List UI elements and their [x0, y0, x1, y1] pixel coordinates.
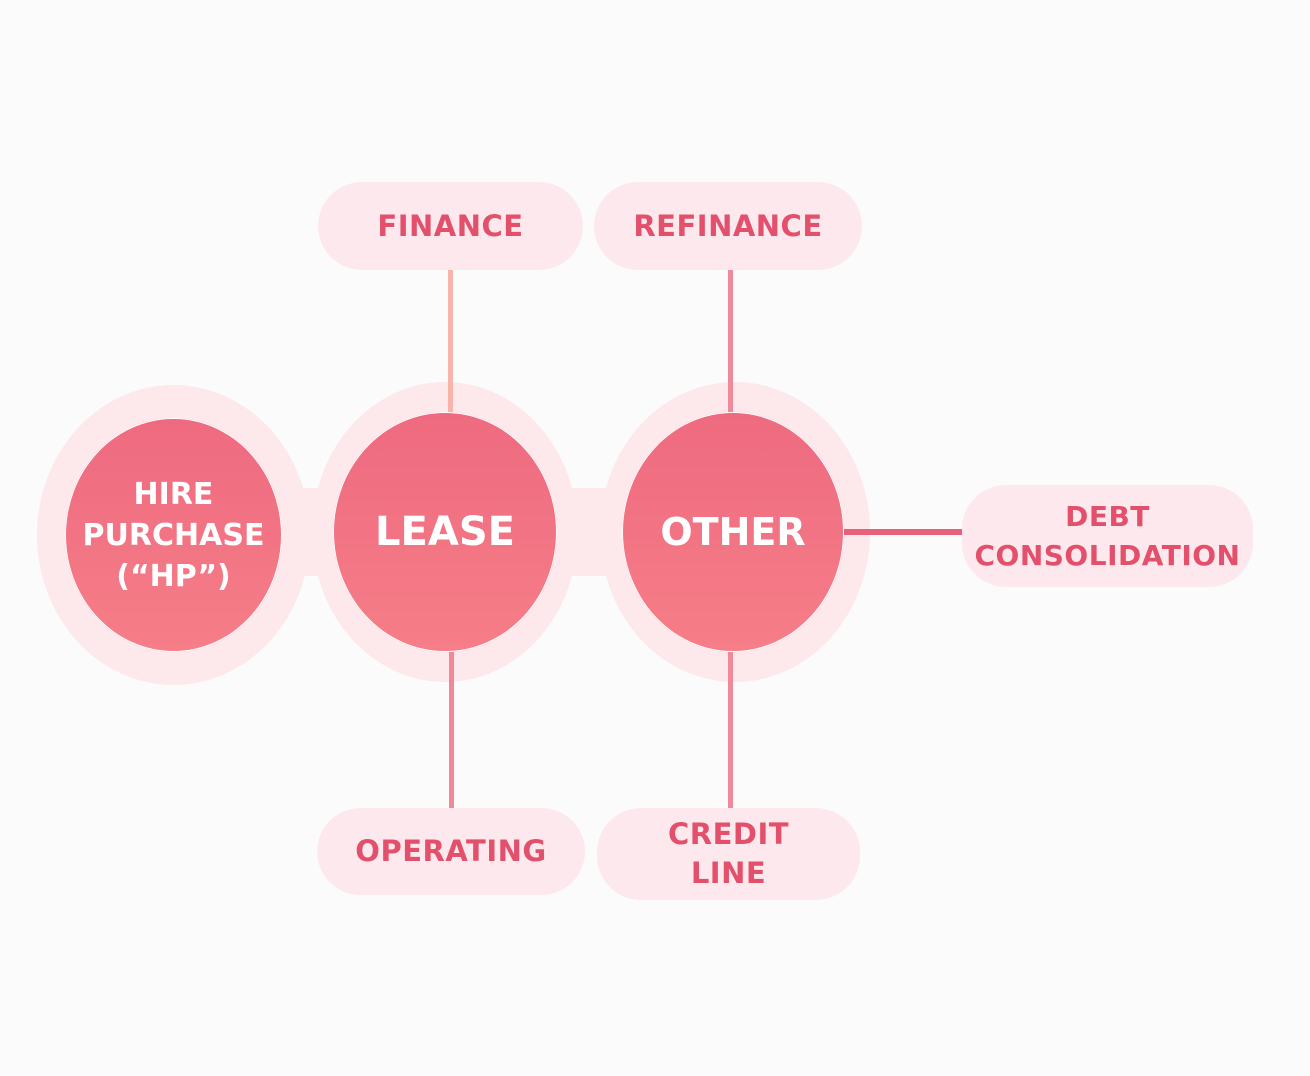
other-label: OTHER [660, 510, 806, 554]
pill-refinance: REFINANCE [594, 182, 862, 270]
hp-label-line1: HIRE [133, 476, 214, 512]
hp-label-line2: PURCHASE [82, 517, 265, 553]
line-other-credit-line [728, 650, 733, 810]
pill-credit-line: CREDIT LINE [597, 808, 860, 900]
credit-line-label-line1: CREDIT [667, 817, 790, 851]
line-lease-finance [448, 268, 453, 414]
debt-consolidation-label-line1: DEBT [1065, 500, 1150, 533]
pill-finance: FINANCE [318, 182, 583, 270]
pill-debt-consolidation: DEBT CONSOLIDATION [962, 485, 1253, 587]
node-other: OTHER [622, 412, 844, 652]
hp-label-line3: (“HP”) [116, 558, 231, 594]
debt-consolidation-label-line2: CONSOLIDATION [974, 539, 1241, 572]
line-other-debt-consolidation [842, 529, 964, 535]
refinance-label: REFINANCE [633, 208, 823, 243]
node-hire-purchase: HIRE PURCHASE (“HP”) [65, 418, 282, 652]
lease-label: LEASE [375, 509, 515, 555]
line-lease-operating [449, 650, 454, 810]
line-other-refinance [728, 268, 733, 414]
node-lease: LEASE [333, 412, 557, 652]
pill-operating: OPERATING [317, 808, 585, 895]
operating-label: OPERATING [355, 834, 547, 868]
credit-line-label-line2: LINE [690, 856, 767, 890]
finance-label: FINANCE [377, 208, 524, 243]
